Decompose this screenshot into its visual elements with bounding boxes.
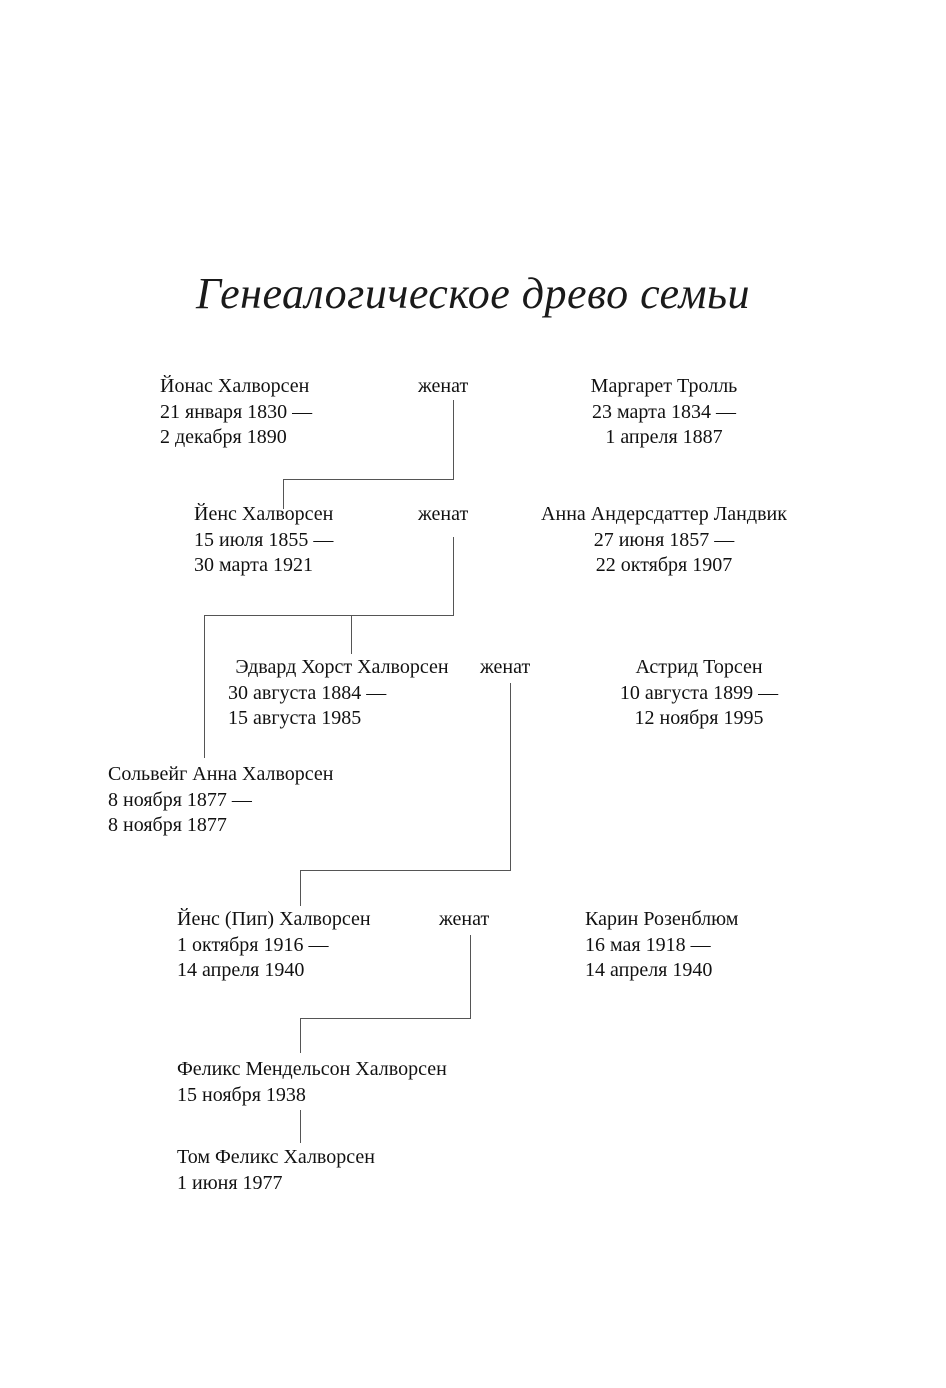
person-name: Эдвард Хорст Халворсен: [235, 656, 449, 678]
person-name: Астрид Торсен: [635, 656, 763, 678]
person-born: 15 ноября 1938: [177, 1083, 306, 1106]
married-label-jens: женат: [418, 503, 469, 525]
person-died: 2 декабря 1890: [160, 426, 287, 448]
person-astrid: Астрид Торсен 10 августа 1899 — 12 ноябр…: [596, 655, 802, 732]
person-died: 1 апреля 1887: [605, 426, 723, 448]
person-felix: Феликс Мендельсон Халворсен 15 ноября 19…: [177, 1057, 447, 1108]
person-name: Йонас Халворсен: [160, 375, 310, 397]
person-name: Карин Розенблюм: [585, 908, 739, 930]
married-label-edvard: женат: [480, 656, 531, 678]
person-name: Йенс (Пип) Халворсен: [177, 908, 371, 930]
person-jens: Йенс Халворсен 15 июля 1855 — 30 марта 1…: [194, 502, 333, 579]
person-name: Йенс Халворсен: [194, 503, 334, 525]
person-died: 14 апреля 1940: [177, 959, 305, 981]
person-died: 12 ноября 1995: [634, 707, 764, 729]
person-died: 14 апреля 1940: [585, 959, 713, 981]
person-died: 15 августа 1985: [228, 707, 362, 729]
person-name: Сольвейг Анна Халворсен: [108, 763, 334, 785]
person-name: Анна Андерсдаттер Ландвик: [541, 503, 787, 525]
person-born: 10 августа 1899 —: [619, 681, 779, 704]
person-margaret: Маргарет Тролль 23 марта 1834 — 1 апреля…: [560, 374, 768, 451]
person-tom: Том Феликс Халворсен 1 июня 1977: [177, 1145, 375, 1196]
person-born: 21 января 1830 —: [160, 400, 313, 423]
person-edvard: Эдвард Хорст Халворсен 30 августа 1884 —…: [220, 655, 464, 732]
person-born: 27 июня 1857 —: [593, 528, 735, 551]
person-born: 30 августа 1884 —: [228, 681, 387, 704]
person-died: 8 ноября 1877: [108, 814, 227, 836]
person-died: 22 октября 1907: [595, 554, 733, 576]
page-title: Генеалогическое древо семьи: [195, 269, 751, 318]
person-born: 16 мая 1918 —: [585, 933, 711, 956]
person-born: 23 марта 1834 —: [592, 400, 736, 423]
person-pip: Йенс (Пип) Халворсен 1 октября 1916 — 14…: [177, 907, 371, 984]
person-born: 1 октября 1916 —: [177, 933, 329, 956]
person-died: 30 марта 1921: [194, 554, 313, 576]
person-name: Том Феликс Халворсен: [177, 1146, 375, 1168]
person-born: 8 ноября 1877 —: [108, 788, 252, 811]
person-born: 15 июля 1855 —: [194, 528, 334, 551]
person-anna: Анна Андерсдаттер Ландвик 27 июня 1857 —…: [522, 502, 806, 579]
married-label-pip: женат: [439, 908, 490, 930]
married-label-jonas: женат: [418, 375, 469, 397]
person-jonas: Йонас Халворсен 21 января 1830 — 2 декаб…: [160, 374, 312, 451]
person-karin: Карин Розенблюм 16 мая 1918 — 14 апреля …: [585, 907, 738, 984]
person-born: 1 июня 1977: [177, 1171, 283, 1194]
person-solveig: Сольвейг Анна Халворсен 8 ноября 1877 — …: [108, 762, 334, 839]
person-name: Феликс Мендельсон Халворсен: [177, 1058, 447, 1080]
person-name: Маргарет Тролль: [590, 375, 738, 397]
